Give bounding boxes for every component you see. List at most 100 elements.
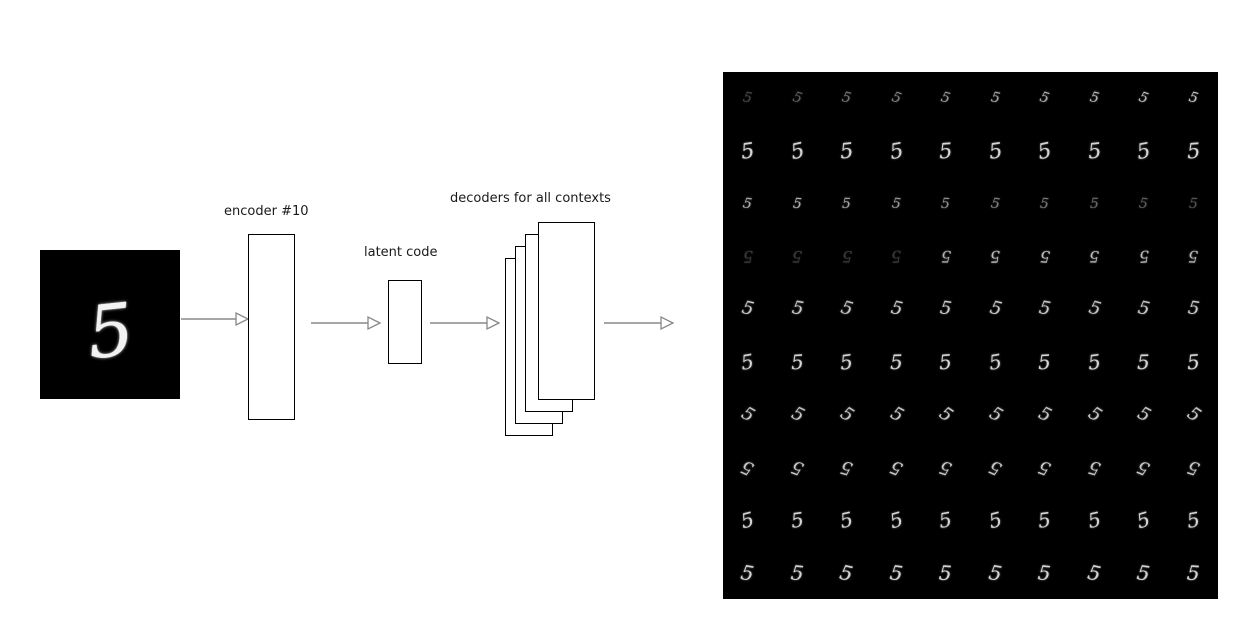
output-digit: 5 (1035, 402, 1055, 427)
grid-cell: 5 (723, 441, 773, 494)
output-digit: 5 (1085, 506, 1103, 533)
grid-cell: 5 (1020, 546, 1070, 599)
grid-cell: 5 (1119, 125, 1169, 178)
output-digit: 5 (1085, 559, 1103, 586)
output-digit: 5 (937, 507, 955, 533)
grid-cell: 5 (921, 336, 971, 389)
grid-cell: 5 (1070, 177, 1120, 230)
output-digit: 5 (1187, 247, 1199, 267)
grid-cell: 5 (822, 72, 872, 125)
output-digit: 5 (842, 195, 852, 212)
grid-cell: 5 (773, 494, 823, 547)
grid-cell: 5 (921, 546, 971, 599)
grid-cell: 5 (1119, 177, 1169, 230)
output-digit: 5 (1038, 247, 1051, 267)
decoder-stack (505, 222, 597, 436)
output-digit: 5 (887, 137, 905, 164)
output-digit: 5 (1036, 507, 1053, 533)
output-digit: 5 (989, 195, 1001, 213)
output-digit: 5 (938, 297, 953, 320)
output-digit: 5 (789, 507, 806, 533)
grid-cell: 5 (921, 283, 971, 336)
output-digit: 5 (1138, 247, 1150, 267)
grid-cell: 5 (822, 546, 872, 599)
output-digit: 5 (1035, 137, 1054, 164)
output-digit: 5 (789, 297, 805, 320)
grid-cell: 5 (872, 125, 922, 178)
grid-cell: 5 (1119, 72, 1169, 125)
output-digit: 5 (737, 402, 759, 427)
output-digit: 5 (1085, 456, 1103, 480)
grid-cell: 5 (921, 72, 971, 125)
output-digit: 5 (787, 402, 808, 427)
output-digit: 5 (1038, 89, 1052, 108)
output-digit: 5 (838, 456, 856, 480)
output-digit: 5 (1136, 89, 1151, 108)
grid-cell: 5 (971, 72, 1021, 125)
grid-cell: 5 (1070, 388, 1120, 441)
output-digit: 5 (1088, 89, 1101, 108)
output-digit: 5 (792, 195, 803, 213)
grid-cell: 5 (822, 283, 872, 336)
grid-cell: 5 (723, 177, 773, 230)
output-digit: 5 (1037, 349, 1052, 375)
output-digit: 5 (936, 455, 955, 480)
output-digit: 5 (888, 559, 905, 586)
output-digit: 5 (741, 89, 754, 108)
output-digit: 5 (840, 89, 853, 108)
decoders-label: decoders for all contexts (450, 191, 611, 206)
grid-cell: 5 (1119, 230, 1169, 283)
output-digit: 5 (985, 402, 1006, 427)
grid-cell: 5 (1070, 283, 1120, 336)
output-digit: 5 (1089, 247, 1100, 267)
output-digit: 5 (1089, 195, 1099, 212)
grid-cell: 5 (971, 441, 1021, 494)
output-digit: 5 (1138, 195, 1150, 213)
grid-cell: 5 (723, 388, 773, 441)
output-digit: 5 (838, 349, 855, 375)
output-digit: 5 (890, 195, 902, 213)
encoder-label: encoder #10 (224, 204, 309, 219)
grid-cell: 5 (1020, 283, 1070, 336)
grid-cell: 5 (1070, 441, 1120, 494)
output-digit: 5 (788, 455, 807, 480)
grid-cell: 5 (1070, 230, 1120, 283)
output-digit: 5 (1186, 297, 1201, 320)
grid-cell: 5 (773, 388, 823, 441)
output-digit: 5 (739, 348, 756, 375)
output-digit: 5 (989, 89, 1002, 108)
output-digit: 5 (1037, 297, 1053, 320)
grid-cell: 5 (872, 546, 922, 599)
decoder-box-front (538, 222, 595, 400)
output-digit: 5 (1035, 455, 1054, 480)
grid-cell: 5 (1169, 125, 1219, 178)
arrow-latent-to-decoders (430, 315, 500, 331)
grid-cell: 5 (1169, 388, 1219, 441)
grid-cell: 5 (1020, 72, 1070, 125)
grid-cell: 5 (872, 494, 922, 547)
output-digit: 5 (940, 247, 952, 267)
output-digit: 5 (739, 559, 757, 586)
grid-cell: 5 (773, 125, 823, 178)
grid-cell: 5 (773, 441, 823, 494)
grid-cell: 5 (773, 336, 823, 389)
output-digit: 5 (987, 348, 1004, 375)
grid-cell: 5 (872, 388, 922, 441)
output-digit: 5 (742, 195, 754, 213)
output-digit: 5 (841, 247, 852, 267)
output-digit: 5 (1133, 402, 1154, 427)
latent-code-box (388, 280, 422, 364)
output-digit: 5 (836, 402, 858, 427)
grid-cell: 5 (1070, 494, 1120, 547)
grid-cell: 5 (971, 494, 1021, 547)
grid-cell: 5 (1070, 125, 1120, 178)
grid-cell: 5 (872, 230, 922, 283)
output-digit: 5 (1186, 560, 1201, 586)
output-digit: 5 (1184, 455, 1202, 480)
grid-cell: 5 (1119, 283, 1169, 336)
grid-cell: 5 (1020, 441, 1070, 494)
output-digit: 5 (889, 89, 904, 108)
grid-cell: 5 (971, 388, 1021, 441)
